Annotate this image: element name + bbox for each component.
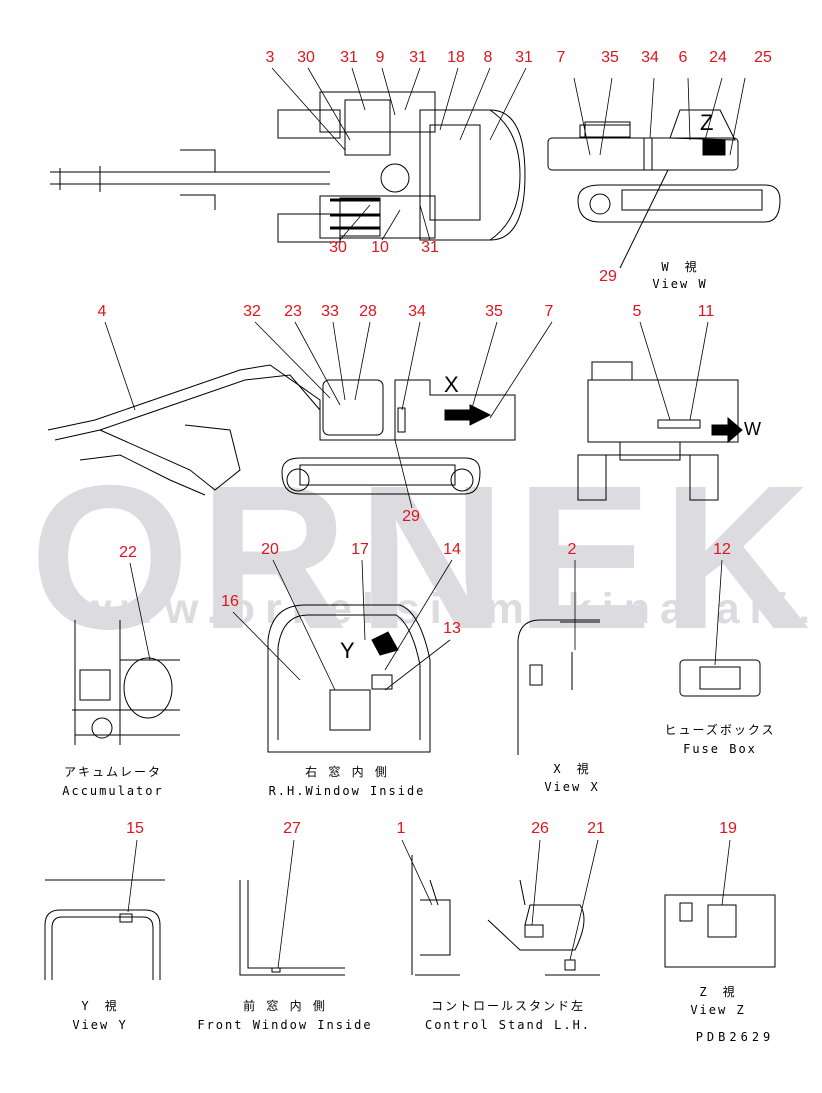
view-letter-w: W — [744, 419, 761, 439]
view-x-jp-label: X 視 — [553, 762, 591, 776]
rh-window-drawing — [267, 604, 431, 753]
callout-11: 11 — [697, 303, 715, 320]
view-w-jp-label: W 視 — [661, 260, 699, 274]
callout-10: 10 — [371, 239, 389, 256]
view-z-drawing — [664, 894, 776, 968]
view-letter-z: Z — [700, 110, 714, 135]
view-x-drawing — [517, 619, 600, 755]
callout-4: 4 — [97, 303, 107, 320]
fuse-box-jp-label: ヒューズボックス — [664, 723, 776, 737]
callout-34: 34 — [641, 49, 659, 66]
view-x-label: View X — [544, 780, 600, 794]
callout-31: 31 — [340, 49, 358, 66]
callout-28: 28 — [359, 303, 377, 320]
view-letter-x: X — [444, 372, 459, 397]
front-window-jp-label: 前 窓 内 側 — [243, 999, 327, 1013]
front-view-drawing — [577, 361, 743, 501]
view-z-label: View Z — [690, 1003, 746, 1017]
callout-18: 18 — [447, 49, 465, 66]
fuse-box-drawing — [679, 659, 761, 697]
view-y-label: View Y — [72, 1018, 128, 1032]
front-window-drawing — [239, 880, 345, 976]
leader-lines — [104, 67, 746, 969]
view-y-drawing — [44, 879, 165, 980]
fuse-box-label: Fuse Box — [683, 742, 757, 756]
accumulator-drawing — [72, 620, 180, 745]
callout-32: 32 — [243, 303, 261, 320]
callout-17: 17 — [351, 541, 369, 558]
callout-29: 29 — [599, 268, 617, 285]
callout-22: 22 — [119, 544, 137, 561]
top-view-drawing — [50, 91, 631, 243]
callout-3: 3 — [265, 49, 275, 66]
callout-23: 23 — [284, 303, 302, 320]
callout-24: 24 — [709, 49, 727, 66]
callout-6: 6 — [678, 49, 688, 66]
callout-9: 9 — [375, 49, 385, 66]
callout-13: 13 — [443, 620, 461, 637]
callout-35: 35 — [485, 303, 503, 320]
callout-34: 34 — [408, 303, 426, 320]
callout-1: 1 — [396, 820, 406, 837]
callout-7: 7 — [556, 49, 566, 66]
view-z-jp-label: Z 視 — [699, 985, 737, 999]
control-stand-jp-label: コントロールスタンド左 — [430, 999, 586, 1013]
callout-8: 8 — [483, 49, 493, 66]
side-view-drawing — [47, 364, 516, 496]
watermark-logo: ORNEK — [30, 443, 821, 672]
callout-15: 15 — [126, 820, 144, 837]
callout-31: 31 — [421, 239, 439, 256]
callout-30: 30 — [329, 239, 347, 256]
callout-25: 25 — [754, 49, 772, 66]
callout-5: 5 — [632, 303, 642, 320]
callout-2: 2 — [567, 541, 577, 558]
view-y-jp-label: Y 視 — [81, 999, 119, 1013]
callout-31: 31 — [409, 49, 427, 66]
callout-30: 30 — [297, 49, 315, 66]
callout-27: 27 — [283, 820, 301, 837]
callout-12: 12 — [713, 541, 731, 558]
callout-20: 20 — [261, 541, 279, 558]
control-stand-drawing — [411, 855, 600, 976]
view-w-label: View W — [652, 277, 708, 291]
drawing-number: PDB2629 — [695, 1030, 775, 1044]
callout-29: 29 — [402, 508, 420, 525]
view-w-drawing — [547, 109, 781, 269]
accumulator-label: Accumulator — [62, 784, 164, 798]
rh-window-label: R.H.Window Inside — [268, 784, 426, 798]
callout-26: 26 — [531, 820, 549, 837]
callout-35: 35 — [601, 49, 619, 66]
callout-19: 19 — [719, 820, 737, 837]
callout-31: 31 — [515, 49, 533, 66]
watermark-url: www.orneksismakinalari.com.tr — [78, 585, 822, 633]
accumulator-jp-label: アキュムレータ — [63, 765, 163, 779]
control-stand-label: Control Stand L.H. — [424, 1018, 592, 1032]
callout-21: 21 — [587, 820, 605, 837]
rh-window-jp-label: 右 窓 内 側 — [305, 765, 389, 779]
front-window-label: Front Window Inside — [197, 1018, 373, 1032]
view-letter-y: Y — [340, 638, 355, 663]
callout-7: 7 — [544, 303, 554, 320]
callout-14: 14 — [443, 541, 461, 558]
callout-16: 16 — [221, 593, 239, 610]
callout-33: 33 — [321, 303, 339, 320]
